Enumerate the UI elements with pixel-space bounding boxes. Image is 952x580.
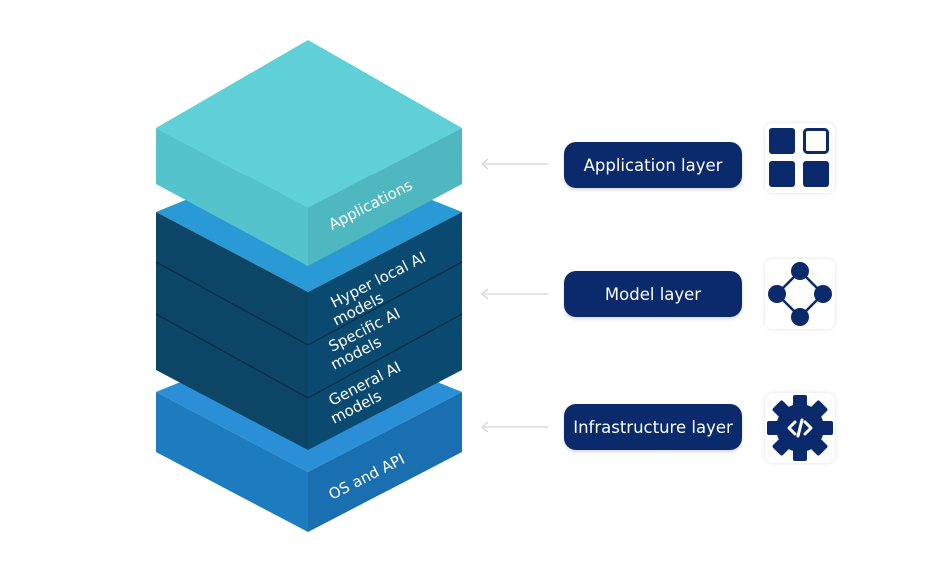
models-divider-left-2 bbox=[155, 313, 309, 399]
models-divider-right-2 bbox=[307, 313, 463, 399]
model-layer-label: Model layer bbox=[604, 284, 702, 304]
models-block-right-face bbox=[308, 212, 462, 450]
models-divider-left-1 bbox=[155, 261, 309, 346]
models-divider-right-1 bbox=[307, 261, 463, 346]
arrow-model-left-icon bbox=[481, 288, 548, 300]
os-api-layer-left-face bbox=[156, 392, 308, 532]
applications-layer: Applications bbox=[156, 40, 462, 266]
application-layer-label: Application layer bbox=[583, 155, 723, 175]
grid-icon bbox=[765, 123, 835, 193]
os-api-layer-right-face bbox=[308, 392, 462, 532]
applications-layer-right-face bbox=[308, 128, 462, 266]
applications-layer-top bbox=[156, 40, 462, 208]
models-block-left-face bbox=[156, 212, 308, 450]
arrow-infrastructure-left-icon bbox=[481, 421, 548, 433]
application-layer-pill: Application layer bbox=[564, 142, 742, 188]
infrastructure-layer-label: Infrastructure layer bbox=[573, 417, 733, 437]
arrow-application-left-icon bbox=[481, 158, 548, 170]
applications-layer-left-face bbox=[156, 128, 308, 266]
network-icon bbox=[765, 259, 835, 329]
model-layer-pill: Model layer bbox=[564, 271, 742, 317]
infrastructure-layer-pill: Infrastructure layer bbox=[564, 404, 742, 450]
code-gear-icon bbox=[765, 393, 835, 463]
